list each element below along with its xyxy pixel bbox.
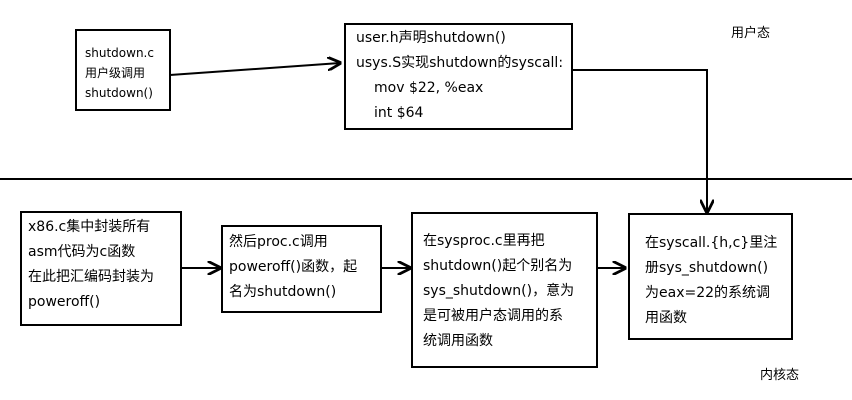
user-mode-label: 用户态 [731, 26, 771, 41]
arrow-shutdown-to-usys [169, 63, 340, 76]
x86-c-line-1: x86.c集中封装所有 [28, 219, 151, 235]
arrow-usys-to-syscall [572, 69, 707, 212]
proc-c-line-2: poweroff()函数，起 [229, 259, 358, 275]
kernel-mode-label: 内核态 [760, 368, 800, 383]
x86-c-box: x86.c集中封装所有 asm代码为c函数 在此把汇编码封装为 poweroff… [20, 211, 182, 326]
x86-c-line-4: poweroff() [28, 294, 101, 310]
syscall-hc-line-3: 为eax=22的系统调 [645, 285, 771, 301]
sysproc-c-box: 在sysproc.c里再把 shutdown()起个别名为 sys_shutdo… [411, 212, 598, 368]
sysproc-c-line-5: 统调用函数 [423, 333, 493, 349]
user-h-line-1: user.h声明shutdown() [356, 30, 506, 46]
user-h-line-4: int $64 [374, 105, 424, 121]
sysproc-c-line-1: 在sysproc.c里再把 [423, 233, 545, 249]
shutdown-c-line-2: 用户级调用 [85, 66, 146, 80]
user-h-usys-box: user.h声明shutdown() usys.S实现shutdown的sysc… [344, 23, 573, 130]
x86-c-line-3: 在此把汇编码封装为 [28, 269, 154, 285]
syscall-hc-box: 在syscall.{h,c}里注 册sys_shutdown() 为eax=22… [628, 213, 793, 340]
x86-c-line-2: asm代码为c函数 [28, 244, 136, 260]
proc-c-box: 然后proc.c调用 poweroff()函数，起 名为shutdown() [221, 225, 382, 313]
proc-c-line-3: 名为shutdown() [229, 284, 337, 300]
sysproc-c-line-4: 是可被用户态调用的系 [423, 308, 563, 324]
proc-c-line-1: 然后proc.c调用 [229, 234, 328, 250]
syscall-hc-line-4: 用函数 [645, 310, 687, 326]
sysproc-c-line-2: shutdown()起个别名为 [423, 258, 573, 274]
user-h-line-3: mov $22, %eax [374, 80, 484, 96]
shutdown-c-line-3: shutdown() [85, 86, 153, 100]
syscall-hc-line-1: 在syscall.{h,c}里注 [645, 235, 778, 251]
shutdown-c-line-1: shutdown.c [85, 46, 154, 60]
user-h-line-2: usys.S实现shutdown的syscall: [356, 55, 564, 71]
shutdown-c-box: shutdown.c 用户级调用 shutdown() [75, 29, 171, 111]
sysproc-c-line-3: sys_shutdown()，意为 [423, 283, 575, 299]
syscall-hc-line-2: 册sys_shutdown() [645, 260, 769, 276]
